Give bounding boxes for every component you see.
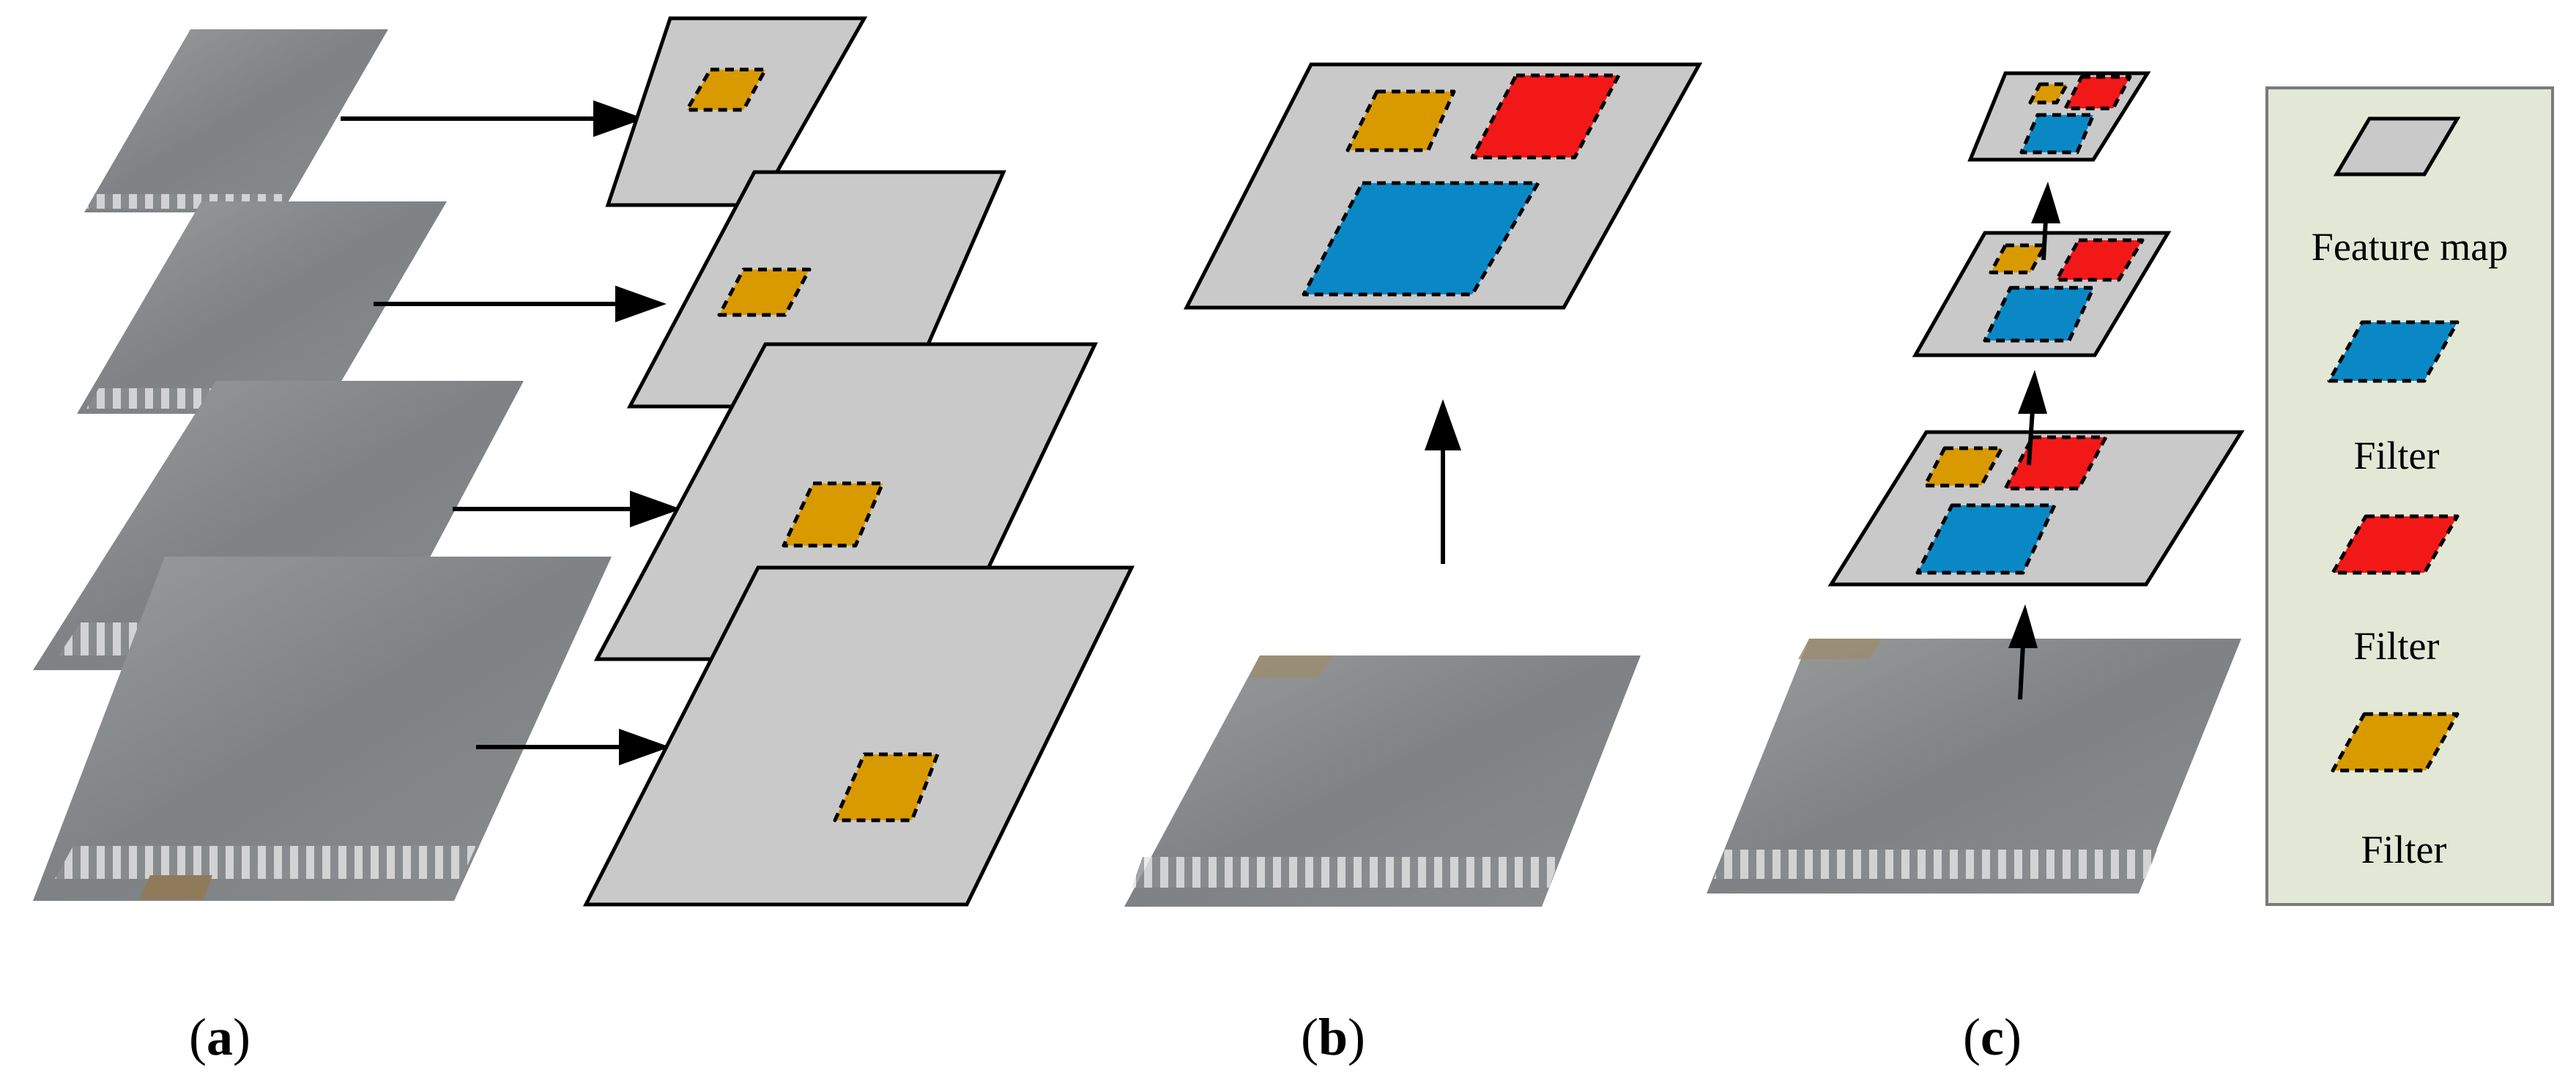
filter-orange-c1 xyxy=(1923,446,2004,488)
filter-blue-c1 xyxy=(1915,503,2057,575)
filter-orange-a4 xyxy=(833,752,940,822)
filter-blue-c3 xyxy=(2019,113,2096,155)
arrow-a4 xyxy=(476,729,670,765)
caption-c-open: ( xyxy=(1963,1008,1981,1066)
caption-a-open: ( xyxy=(189,1008,207,1066)
feature-map-a4 xyxy=(582,565,1135,907)
filter-orange-b xyxy=(1345,89,1456,152)
arrow-c3 xyxy=(2031,182,2060,261)
caption-c-letter: c xyxy=(1981,1008,2004,1066)
arrow-a3 xyxy=(453,491,681,527)
filter-orange-a2 xyxy=(717,267,812,317)
feature-map-c3 xyxy=(1967,71,2151,162)
caption-b: (b) xyxy=(1301,1008,1365,1066)
legend-box xyxy=(2265,86,2554,906)
feature-map-c2 xyxy=(1912,231,2172,357)
filter-red-c3 xyxy=(2063,75,2132,111)
caption-a: (a) xyxy=(189,1008,250,1066)
caption-b-close: ) xyxy=(1348,1008,1365,1066)
filter-blue-c2 xyxy=(1983,286,2096,343)
caption-b-letter: b xyxy=(1318,1008,1348,1066)
legend-filter-blue-label: Filter xyxy=(2354,434,2440,478)
legend: Feature map Filter Filter Filter xyxy=(2265,86,2554,906)
image-stack-a xyxy=(33,29,612,901)
filter-orange-c2 xyxy=(1989,243,2047,275)
arrows-a xyxy=(341,100,681,765)
input-image-c xyxy=(1707,639,2241,894)
arrows-c xyxy=(2008,182,2060,700)
caption-c-close: ) xyxy=(2004,1008,2022,1066)
legend-filter-red-swatch xyxy=(2331,514,2460,575)
caption-a-letter: a xyxy=(207,1008,233,1066)
filter-orange-a3 xyxy=(782,481,885,548)
filter-orange-a1 xyxy=(685,67,768,112)
filter-blue-b xyxy=(1302,181,1540,297)
legend-feature-map-label: Feature map xyxy=(2312,225,2508,269)
legend-filter-blue-swatch xyxy=(2327,320,2460,383)
filter-red-c2 xyxy=(2055,238,2145,282)
arrow-a1 xyxy=(341,100,645,137)
arrow-a2 xyxy=(374,286,667,322)
caption-b-open: ( xyxy=(1301,1008,1318,1066)
filter-red-b xyxy=(1470,73,1621,160)
legend-filter-orange-label: Filter xyxy=(2361,828,2447,872)
feature-maps-a xyxy=(582,16,1135,907)
input-image-a4 xyxy=(33,557,612,901)
legend-filter-red-label: Filter xyxy=(2354,624,2440,668)
legend-feature-map-swatch xyxy=(2333,116,2461,177)
arrow-c2 xyxy=(2018,370,2047,466)
arrow-b xyxy=(1425,399,1461,564)
caption-c: (c) xyxy=(1963,1008,2022,1066)
feature-map-c1 xyxy=(1827,430,2245,587)
filter-orange-c3 xyxy=(2028,82,2069,105)
caption-a-close: ) xyxy=(233,1008,250,1066)
legend-filter-orange-swatch xyxy=(2331,712,2460,773)
arrow-c1 xyxy=(2008,604,2038,700)
input-image-b xyxy=(1124,655,1641,907)
feature-map-b xyxy=(1183,62,1703,310)
